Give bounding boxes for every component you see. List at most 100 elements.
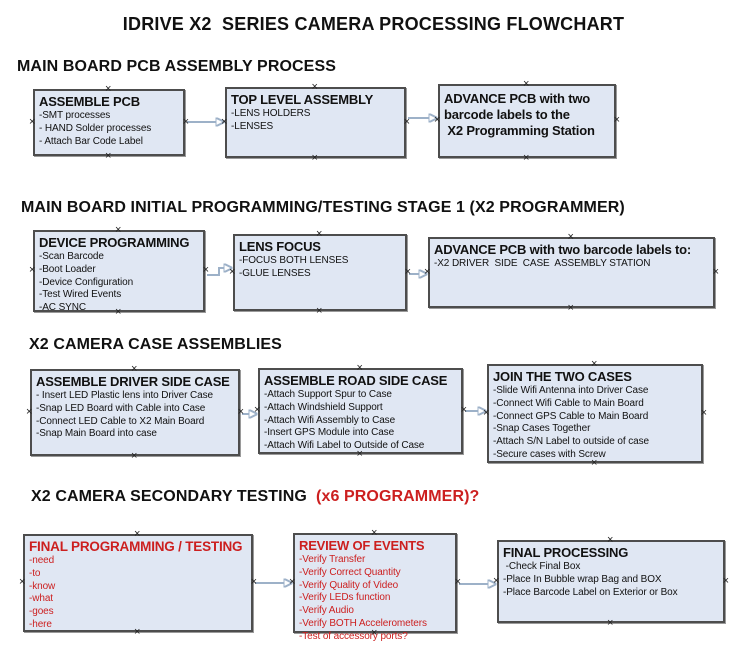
connection-point-icon — [254, 405, 260, 415]
box-item: -Test of accessory ports? — [299, 630, 408, 642]
connection-point-icon — [523, 153, 529, 163]
flow-box-device-programming: DEVICE PROGRAMMING -Scan Barcode-Boot Lo… — [33, 230, 205, 314]
connection-point-icon — [229, 267, 235, 277]
box-item: -Place In Bubble wrap Bag and BOX — [503, 573, 662, 585]
connection-point-icon — [701, 408, 707, 418]
box-title: TOP LEVEL ASSEMBLY — [231, 92, 374, 107]
connection-point-icon — [404, 117, 410, 127]
box-item: - Attach Bar Code Label — [39, 135, 143, 147]
box-items: -Check Final Box-Place In Bubble wrap Ba… — [499, 560, 723, 599]
connection-point-icon — [238, 407, 244, 417]
section-heading-secondary-testing-black: X2 CAMERA SECONDARY TESTING — [31, 488, 312, 505]
box-item: -Attach Wifi Assembly to Case — [264, 414, 396, 426]
box-item: -LENS HOLDERS — [231, 108, 311, 119]
section-heading-secondary-testing-red: (x6 PROGRAMMER)? — [311, 488, 480, 505]
connection-point-icon — [591, 458, 597, 468]
box-items: -Verify Transfer-Verify Correct Quantity… — [295, 553, 455, 644]
connection-point-icon — [134, 627, 140, 637]
box-item: -SMT processes — [39, 110, 111, 121]
connection-point-icon — [523, 79, 529, 89]
connection-point-icon — [357, 363, 363, 373]
box-title: ASSEMBLE DRIVER SIDE CASE — [36, 374, 230, 389]
flow-arrow-r2-1 — [207, 268, 224, 276]
box-item: - Insert LED Plastic lens into Driver Ca… — [36, 390, 213, 401]
connection-point-icon — [723, 576, 729, 586]
connection-point-icon — [115, 307, 121, 317]
connection-point-icon — [19, 577, 25, 587]
box-item: -Attach Wifi Label to Outside of Case — [264, 440, 425, 452]
box-item: ADVANCE PCB with two — [444, 91, 590, 106]
box-item: -Slide Wifi Antenna into Driver Case — [493, 385, 649, 396]
section-heading-case-assemblies: X2 CAMERA CASE ASSEMBLIES — [29, 336, 282, 353]
box-item: -Attach S/N Label to outside of case — [493, 436, 649, 448]
page-title: IDRIVE X2 SERIES CAMERA PROCESSING FLOWC… — [122, 14, 625, 34]
connection-point-icon — [115, 225, 121, 235]
box-title: LENS FOCUS — [239, 239, 321, 254]
box-items: -Slide Wifi Antenna into Driver Case-Con… — [489, 384, 701, 462]
connection-point-icon — [312, 82, 318, 92]
connection-point-icon — [134, 529, 140, 539]
box-item: -Check Final Box — [503, 561, 581, 572]
box-item: -know — [29, 580, 56, 592]
box-item: -LENSES — [231, 120, 274, 132]
connection-point-icon — [312, 153, 318, 163]
connection-point-icon — [607, 535, 613, 545]
connection-point-icon — [434, 115, 440, 125]
box-items: -need-to-know-what-goes-here — [25, 554, 251, 632]
connection-point-icon — [607, 618, 613, 628]
connection-point-icon — [29, 117, 35, 127]
box-title: ASSEMBLE ROAD SIDE CASE — [264, 373, 448, 388]
connection-point-icon — [105, 84, 111, 94]
box-item: -Connect GPS Cable to Main Board — [493, 410, 649, 422]
connection-point-icon — [131, 451, 137, 461]
connection-point-icon — [455, 577, 461, 587]
flow-box-assemble-driver-side-case: ASSEMBLE DRIVER SIDE CASE - Insert LED P… — [30, 369, 240, 456]
box-item: -Verify BOTH Accelerometers — [299, 617, 427, 629]
connection-point-icon — [493, 576, 499, 586]
connection-point-icon — [251, 577, 257, 587]
box-item: - HAND Solder processes — [39, 122, 152, 134]
connection-point-icon — [316, 306, 322, 316]
connection-point-icon — [461, 405, 467, 415]
box-item: -what — [29, 593, 53, 605]
connection-point-icon — [614, 115, 620, 125]
connection-point-icon — [713, 267, 719, 277]
box-title: FINAL PROCESSING — [503, 545, 629, 560]
box-item: -GLUE LENSES — [239, 267, 311, 279]
section-heading-initial-programming: MAIN BOARD INITIAL PROGRAMMING/TESTING S… — [21, 199, 625, 216]
connection-point-icon — [591, 359, 597, 369]
box-item: -Verify Transfer — [299, 554, 366, 565]
box-items: -FOCUS BOTH LENSES-GLUE LENSES — [235, 254, 405, 281]
connection-point-icon — [405, 267, 411, 277]
box-title: DEVICE PROGRAMMING — [39, 235, 190, 250]
box-items: -SMT processes- HAND Solder processes- A… — [35, 109, 183, 148]
flow-box-assemble-pcb: ASSEMBLE PCB -SMT processes- HAND Solder… — [33, 89, 185, 156]
connection-point-icon — [357, 449, 363, 459]
box-title: REVIEW OF EVENTS — [299, 538, 425, 553]
connection-point-icon — [568, 303, 574, 313]
box-item: -Verify LEDs function — [299, 592, 391, 604]
box-item: -Snap LED Board with Cable into Case — [36, 402, 206, 414]
box-item: X2 Programming Station — [444, 123, 595, 138]
connection-point-icon — [203, 265, 209, 275]
flow-box-advance-pcb-driver-side-station: ADVANCE PCB with two barcode labels to: … — [428, 237, 715, 308]
box-item: -need — [29, 555, 55, 566]
connection-point-icon — [483, 408, 489, 418]
box-item: -Connect Wifi Cable to Main Board — [493, 397, 644, 409]
connection-point-icon — [371, 528, 377, 538]
connection-point-icon — [316, 229, 322, 239]
box-item: -Place Barcode Label on Exterior or Box — [503, 586, 678, 598]
box-item: -Attach Support Spur to Case — [264, 389, 392, 400]
flow-box-join-the-two-cases: JOIN THE TWO CASES -Slide Wifi Antenna i… — [487, 364, 703, 463]
connection-point-icon — [289, 577, 295, 587]
flow-box-final-programming-testing: FINAL PROGRAMMING / TESTING -need-to-kno… — [23, 534, 253, 632]
box-item: barcode labels to the — [444, 107, 570, 122]
box-title: ADVANCE PCB with two barcode labels to: — [434, 242, 692, 257]
box-item: -AC SYNC — [39, 302, 86, 314]
box-item: -to — [29, 567, 41, 579]
box-title: FINAL PROGRAMMING / TESTING — [29, 539, 243, 554]
flow-box-final-processing: FINAL PROCESSING -Check Final Box-Place … — [497, 540, 725, 623]
section-heading-pcb-assembly: MAIN BOARD PCB ASSEMBLY PROCESS — [17, 58, 336, 75]
